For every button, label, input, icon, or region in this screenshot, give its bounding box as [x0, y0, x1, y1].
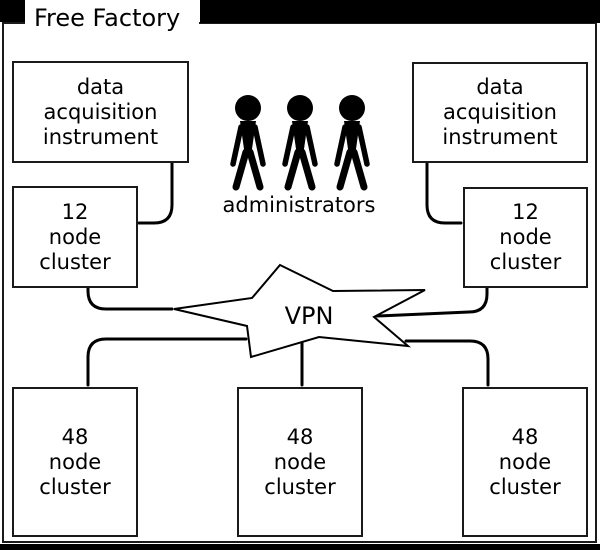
top-bar-right-segment	[200, 0, 600, 23]
node-text-line: cluster	[39, 474, 111, 499]
node-12-node-cluster-left: 12 node cluster	[12, 186, 138, 288]
node-text-line: cluster	[264, 474, 336, 499]
node-text-line: 12	[512, 200, 539, 224]
node-data-acquisition-right: data acquisition instrument	[412, 62, 588, 163]
connector-cluster12-right-to-vpn	[375, 285, 489, 318]
node-text-line: instrument	[442, 125, 558, 149]
connector-dataacq-left-to-cluster12	[137, 161, 174, 225]
node-text-line: node	[48, 449, 102, 474]
top-bar-left-segment	[0, 0, 25, 22]
vpn-label: VPN	[284, 302, 334, 330]
person-icon	[230, 95, 266, 191]
node-text-line: cluster	[489, 250, 562, 274]
connector-vpn-to-cluster48-right	[404, 339, 490, 387]
administrators-figures	[230, 95, 370, 191]
person-icon	[334, 95, 370, 191]
node-text-line: 48	[286, 424, 314, 449]
vpn-star-shape	[173, 263, 426, 359]
node-text-line: acquisition	[443, 100, 557, 124]
node-text-line: node	[48, 224, 102, 249]
diagram-frame	[2, 22, 597, 543]
node-text-line: 12	[61, 199, 89, 224]
node-text-line: cluster	[489, 474, 561, 499]
node-text-line: 48	[61, 424, 89, 449]
node-12-node-cluster-right: 12 node cluster	[463, 187, 588, 288]
administrators-label: administrators	[222, 193, 376, 217]
node-text-line: instrument	[42, 124, 159, 149]
node-text-line: node	[273, 449, 327, 474]
title-background-patch	[25, 12, 199, 36]
node-text-line: acquisition	[43, 99, 158, 124]
connector-dataacq-right-to-cluster12	[425, 160, 463, 225]
node-data-acquisition-left: data acquisition instrument	[12, 61, 189, 163]
node-48-node-cluster-left: 48 node cluster	[12, 387, 138, 537]
node-text-line: data	[476, 75, 524, 99]
node-text-line: data	[76, 74, 125, 99]
diagram-title: Free Factory	[34, 4, 181, 32]
node-text-line: node	[499, 225, 552, 249]
node-text-line: cluster	[39, 249, 111, 274]
connector-vpn-to-cluster48-left	[86, 337, 248, 387]
connector-group	[86, 160, 490, 387]
node-text-line: 48	[511, 424, 539, 449]
connector-cluster12-left-to-vpn	[86, 285, 174, 311]
node-48-node-cluster-middle: 48 node cluster	[237, 387, 363, 537]
person-icon	[282, 95, 318, 191]
node-48-node-cluster-right: 48 node cluster	[462, 387, 588, 537]
node-text-line: node	[498, 449, 552, 474]
bottom-bar	[0, 544, 600, 550]
